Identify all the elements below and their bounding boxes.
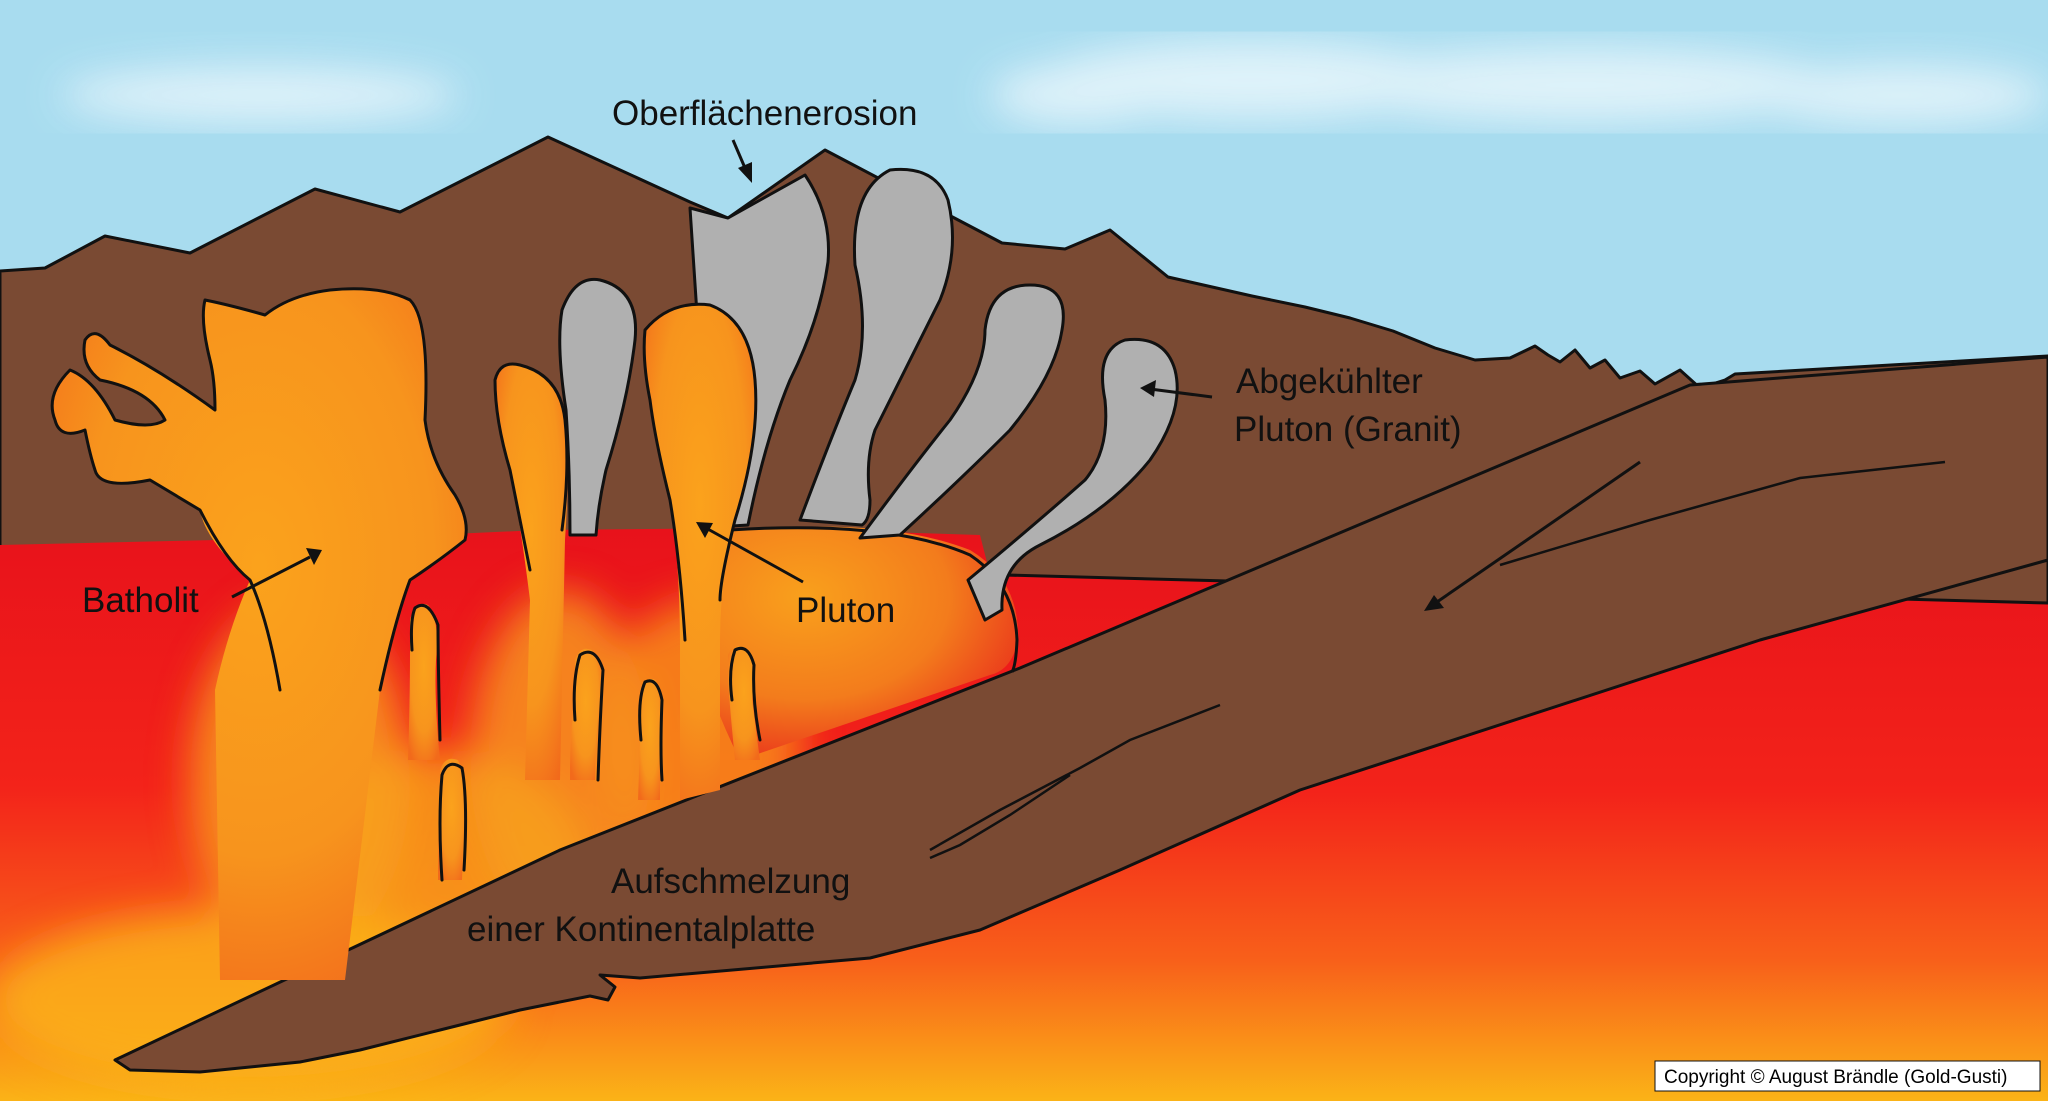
magma-chamber-outline xyxy=(729,526,1019,673)
copyright-box xyxy=(1654,1060,2041,1092)
plate-lines xyxy=(929,460,1946,860)
arrow-pluton xyxy=(696,522,804,584)
label-pluton: Pluton xyxy=(796,591,895,630)
small-plume-5 xyxy=(438,758,466,880)
arrows xyxy=(231,139,1641,611)
small-plume-2 xyxy=(570,648,602,780)
subducting-plate xyxy=(113,355,2048,1074)
granite-pluton-4 xyxy=(858,283,1065,540)
pluton-plume-left xyxy=(495,364,568,780)
label-cooled-pluton-line1: Abgekühlter xyxy=(1236,362,1423,401)
label-melting-line1: Aufschmelzung xyxy=(611,862,850,901)
label-cooled-pluton-line2: Pluton (Granit) xyxy=(1234,410,1462,449)
plume-outlines xyxy=(50,287,762,882)
copyright-text: Copyright © August Brändle (Gold-Gusti) xyxy=(1664,1067,2007,1088)
granite-pluton-5 xyxy=(966,337,1179,622)
small-plume-3 xyxy=(638,678,662,800)
pluton-plume-main xyxy=(644,304,756,800)
granite-pluton-2 xyxy=(558,277,638,537)
small-plume-1 xyxy=(408,604,440,760)
label-melting-line2: einer Kontinentalplatte xyxy=(467,910,815,949)
arrow-surface-erosion xyxy=(731,139,752,183)
granite-pluton-3 xyxy=(798,167,954,527)
arrow-cooled-pluton xyxy=(1140,380,1213,399)
batholith-body xyxy=(52,288,467,980)
small-plume-4 xyxy=(728,646,760,760)
magma-plumes xyxy=(52,288,760,980)
clouds xyxy=(60,40,2048,125)
arrow-batholith xyxy=(231,548,322,599)
label-batholith: Batholit xyxy=(82,581,199,620)
label-surface-erosion: Oberflächenerosion xyxy=(612,94,917,133)
magma-chamber xyxy=(690,526,1019,760)
arrow-subduction xyxy=(1424,460,1641,611)
